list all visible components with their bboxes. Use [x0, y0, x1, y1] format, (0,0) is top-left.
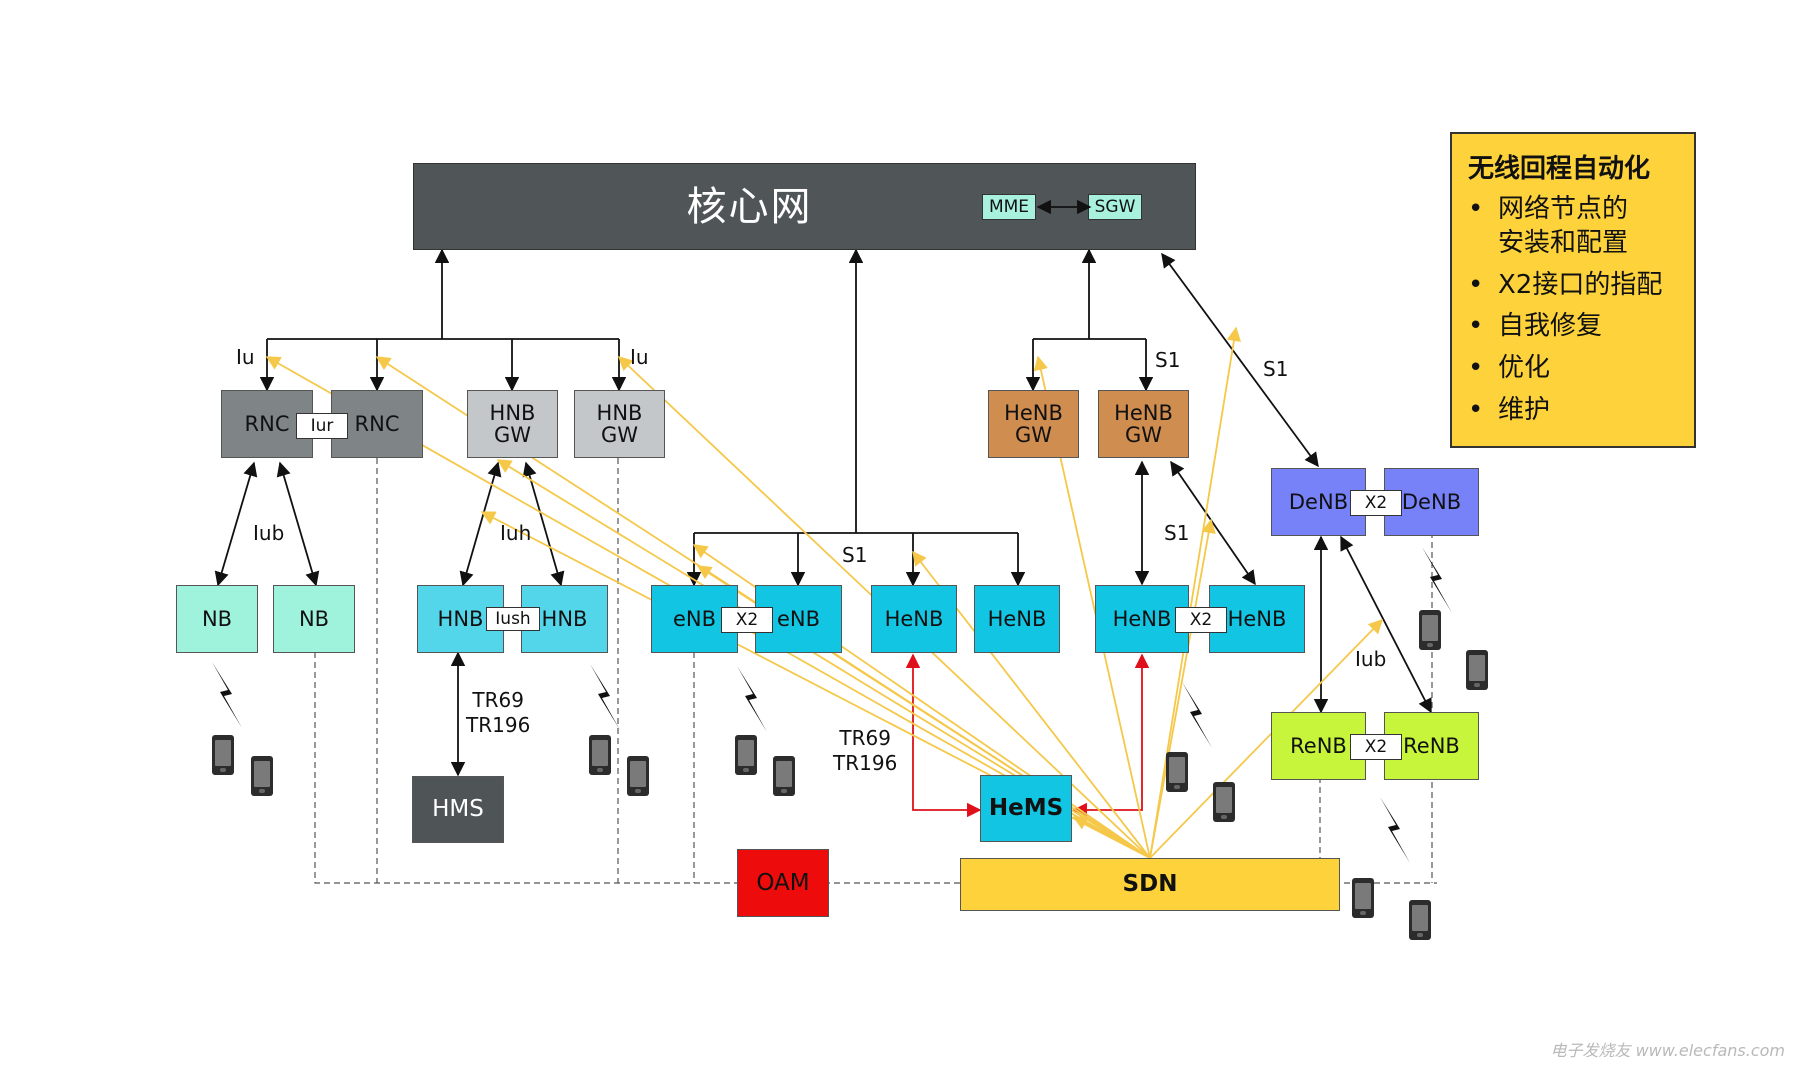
legend-item: • 维护 [1468, 394, 1678, 428]
hnb-gw-2-label: HNB GW [596, 400, 643, 447]
mobile-phone-icon [627, 756, 649, 796]
nb-node-2: NB [273, 585, 355, 653]
tr-label-hms: TR69 TR196 [466, 688, 531, 737]
legend-item-text: 网络节点的 安装和配置 [1498, 194, 1629, 258]
mobile-phone-icon [251, 756, 273, 796]
mobile-phone-icon [1213, 782, 1235, 822]
henb-node-3: HeNB [1095, 585, 1189, 653]
legend-item: • 网络节点的 安装和配置 [1468, 193, 1678, 261]
legend-item: • 优化 [1468, 352, 1678, 386]
legend-item: • X2接口的指配 [1468, 269, 1678, 303]
hnb-gw-node-1: HNB GW [467, 390, 558, 458]
mobile-phone-icon [735, 735, 757, 775]
iu-label-left: Iu [236, 345, 255, 369]
lightning-icon [1422, 547, 1452, 613]
henb-gw-1-label: HeNB GW [1004, 400, 1063, 447]
core-network-label: 核心网 [686, 183, 813, 230]
iur-tag: Iur [296, 413, 348, 439]
mme-sgw-arrow [1036, 199, 1092, 215]
hems-node: HeMS [980, 775, 1072, 842]
henb-gw-2-label: HeNB GW [1114, 400, 1173, 447]
mobile-phone-icon [589, 735, 611, 775]
mobile-phone-icon [1352, 878, 1374, 918]
legend-item-text: X2接口的指配 [1498, 269, 1663, 300]
bullet: • [1468, 311, 1484, 342]
iu-label-right: Iu [630, 345, 649, 369]
x2-henb-tag: X2 [1175, 607, 1227, 633]
legend-list: • 网络节点的 安装和配置 • X2接口的指配 • 自我修复 • 优化 • 维护 [1468, 193, 1678, 428]
mobile-phone-icon [1419, 610, 1441, 650]
bullet: • [1468, 353, 1484, 384]
mobile-phone-icon [773, 756, 795, 796]
watermark: 电子发烧友 www.elecfans.com [1550, 1041, 1785, 1060]
tr-label-hems: TR69 TR196 [833, 726, 898, 775]
legend-item-text: 优化 [1498, 353, 1551, 384]
iush-tag: Iush [486, 607, 540, 631]
henb-node-2: HeNB [974, 585, 1060, 653]
legend-item: • 自我修复 [1468, 310, 1678, 344]
henb-node-1: HeNB [871, 585, 957, 653]
lightning-icon [212, 662, 242, 728]
mobile-phone-icon [1466, 650, 1488, 690]
s1-label-mid: S1 [842, 543, 868, 567]
hnb-gw-node-2: HNB GW [574, 390, 665, 458]
bullet: • [1468, 194, 1484, 224]
bullet: • [1468, 269, 1484, 300]
x2-renb-tag: X2 [1350, 734, 1402, 760]
henb-gw-node-2: HeNB GW [1098, 390, 1189, 458]
core-tree-lines [214, 248, 1432, 777]
iub-label-left: Iub [253, 521, 285, 545]
x2-denb-tag: X2 [1350, 490, 1402, 516]
hnb-gw-1-label: HNB GW [489, 400, 536, 447]
s1-label-right: S1 [1263, 357, 1289, 381]
mobile-phone-icon [1409, 900, 1431, 940]
iuh-label: Iuh [500, 521, 532, 545]
mobile-phone-icon [212, 735, 234, 775]
henb-gw-node-1: HeNB GW [988, 390, 1079, 458]
sdn-node: SDN [960, 858, 1340, 911]
lightning-icon [737, 666, 767, 732]
mme-tag: MME [982, 194, 1036, 220]
legend-item-text: 自我修复 [1498, 311, 1603, 342]
hems-red-lines [905, 653, 1150, 818]
hms-node: HMS [412, 776, 504, 843]
lightning-icon [1380, 797, 1410, 863]
legend-title: 无线回程自动化 [1468, 154, 1651, 184]
oam-node: OAM [737, 849, 829, 917]
lightning-icon [590, 664, 620, 730]
sgw-tag: SGW [1088, 194, 1142, 220]
oam-dashed-bus [314, 458, 1437, 884]
bullet: • [1468, 394, 1484, 425]
x2-enb-tag: X2 [721, 607, 773, 633]
nb-node-1: NB [176, 585, 258, 653]
iub-label-right: Iub [1355, 647, 1387, 671]
lightning-icon [1182, 682, 1212, 748]
mobile-phone-icon [1166, 752, 1188, 792]
legend-panel: 无线回程自动化 • 网络节点的 安装和配置 • X2接口的指配 • 自我修复 • 优化 … [1450, 132, 1696, 448]
s1-label-henb: S1 [1164, 521, 1190, 545]
legend-item-text: 维护 [1498, 394, 1551, 425]
hnb-node-1: HNB [417, 585, 504, 653]
s1-label-top: S1 [1155, 348, 1181, 372]
